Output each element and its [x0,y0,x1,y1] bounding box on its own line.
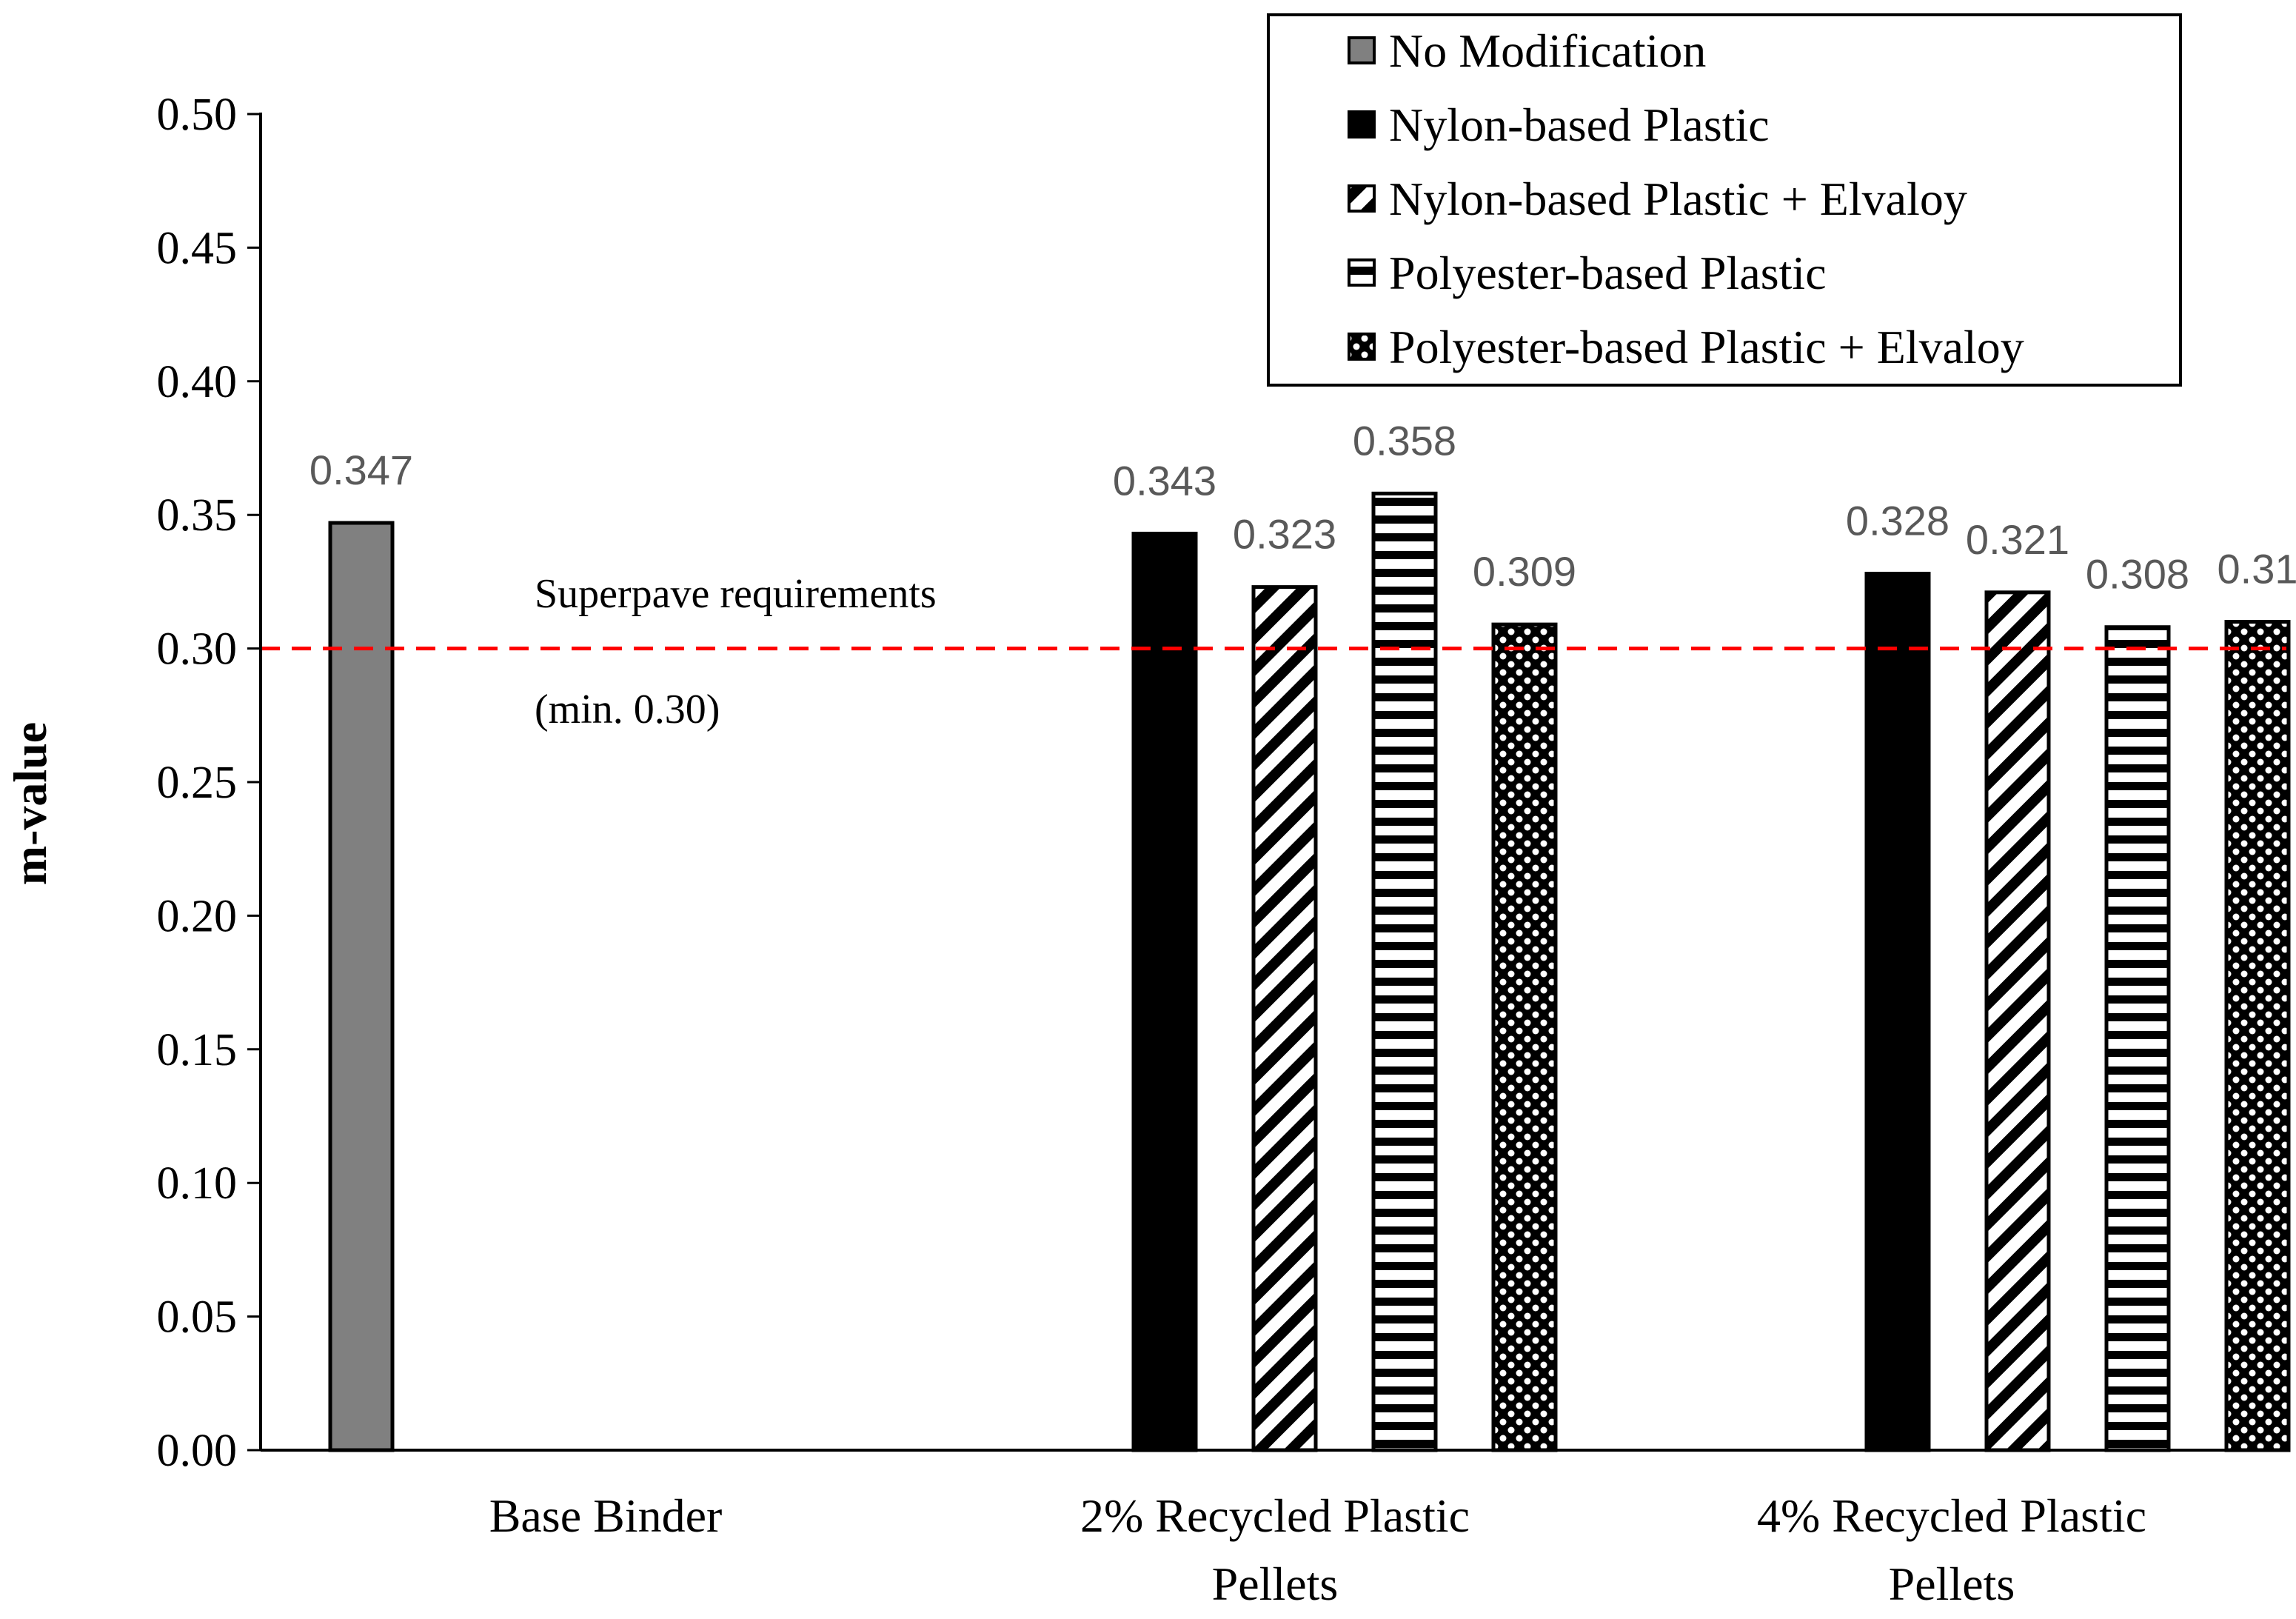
category-label: Pellets [1212,1558,1339,1610]
legend-label: Nylon-based Plastic + Elvaloy [1389,173,1967,225]
y-axis-ticks: 0.00 0.05 0.10 0.15 0.20 0.25 0.30 0.35 0.40 0.45… [157,90,261,1476]
y-tick-label: 0.40 [157,357,238,407]
y-tick-label: 0.10 [157,1158,238,1209]
y-tick-label: 0.20 [157,891,238,941]
data-label: 0.321 [1966,516,2069,563]
y-tick-label: 0.00 [157,1426,238,1476]
y-tick-label: 0.35 [157,490,238,541]
bar [1251,585,1318,1452]
data-label: 0.347 [309,447,413,493]
y-tick-label: 0.05 [157,1292,238,1343]
legend-label: Polyester-based Plastic [1389,247,1827,299]
bar [1984,590,2051,1452]
category-label: Base Binder [489,1489,723,1542]
bars: 0.347 0.343 0.323 0.358 0.309 0.328 0.321 0.308… [309,417,2296,1452]
y-tick-label: 0.50 [157,90,238,140]
data-label: 0.358 [1353,417,1456,464]
legend-swatch [1348,36,1376,64]
y-tick-label: 0.45 [157,223,238,273]
legend-swatch [1348,110,1376,138]
y-tick-label: 0.30 [157,624,238,675]
category-label: Pellets [1889,1558,2015,1610]
y-axis-label: m-value [4,722,56,885]
legend-swatch [1348,184,1376,213]
data-label: 0.31 [2218,546,2296,592]
bar [2104,625,2171,1452]
legend-box [1267,13,2182,387]
category-label: 4% Recycled Plastic [1757,1489,2146,1542]
bar [328,521,395,1452]
bar [1371,491,1438,1452]
legend-swatch [1348,258,1376,287]
axes [259,113,2286,1452]
bar [1864,572,1931,1452]
data-label: 0.328 [1846,498,1949,544]
data-label: 0.309 [1473,548,1576,595]
legend-label: Nylon-based Plastic [1389,99,1770,151]
data-label: 0.323 [1233,511,1336,558]
reference-line-label: (min. 0.30) [535,687,720,732]
data-label: 0.343 [1113,457,1216,504]
bar [1131,531,1198,1452]
reference-line-label: Superpave requirements [535,571,937,617]
y-tick-label: 0.15 [157,1025,238,1075]
legend-label: No Modification [1389,24,1706,77]
data-label: 0.308 [2086,551,2189,598]
category-label: 2% Recycled Plastic [1080,1489,1470,1542]
y-tick-label: 0.25 [157,758,238,808]
bar [1491,622,1558,1452]
bar [2224,620,2291,1452]
reference-line-group: Superpave requirements (min. 0.30) [261,571,2286,732]
legend-swatch [1348,333,1376,361]
legend-label: Polyester-based Plastic + Elvaloy [1389,321,2024,373]
